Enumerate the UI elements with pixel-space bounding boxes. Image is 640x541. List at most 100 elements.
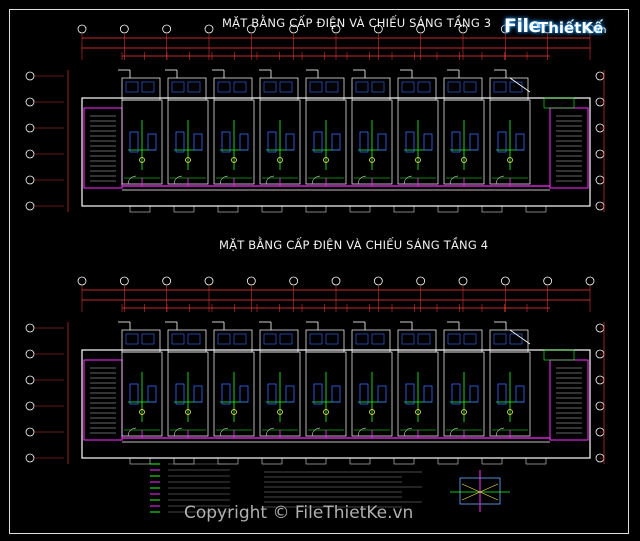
toilet-fixture [355,81,369,93]
door-swing [265,427,275,437]
toilet-fixture [233,81,247,93]
ceiling-light [323,409,329,415]
logo-vn-text: .vn [591,25,607,36]
ceiling-light [277,409,283,415]
grid-axis-bubble [246,276,256,286]
door-swing [311,427,321,437]
door-swing [403,427,413,437]
window-opening [173,457,195,465]
desk-furniture [423,385,433,403]
toilet-fixture [447,333,461,345]
bed-furniture [451,383,461,405]
door-swing [219,175,229,185]
ceiling-light [277,157,283,163]
bed-furniture [267,131,277,153]
grid-axis-bubble [458,24,468,34]
grid-axis-bubble [119,24,129,34]
desk-furniture [147,385,157,403]
window-opening [393,205,415,213]
toilet-fixture [401,333,415,345]
desk-furniture [515,385,525,403]
grid-axis-bubble [289,276,299,286]
grid-axis-bubble [77,24,87,34]
bed-furniture [405,383,415,405]
grid-axis-bubble [289,24,299,34]
floor4-plan-title: MẶT BẰNG CẤP ĐIỆN VÀ CHIẾU SÁNG TẦNG 4 [219,238,489,252]
desk-furniture [193,385,203,403]
window-opening [173,205,195,213]
bed-furniture [129,383,139,405]
window-opening [305,457,327,465]
grid-axis-bubble [25,375,35,385]
facade-wall [509,77,531,93]
desk-furniture [515,133,525,151]
window-opening [129,205,151,213]
toilet-fixture [263,333,277,345]
desk-furniture [331,385,341,403]
toilet-fixture [125,333,139,345]
desk-furniture [377,385,387,403]
desk-furniture [469,385,479,403]
grid-axis-bubble [373,276,383,286]
grid-axis-bubble [25,175,35,185]
bed-furniture [359,383,369,405]
door-swing [127,427,137,437]
bed-furniture [267,383,277,405]
desk-furniture [147,133,157,151]
desk-furniture [423,133,433,151]
logo-file-text: File [504,15,541,37]
toilet-fixture [187,81,201,93]
panel-label-box [543,349,575,361]
grid-axis-bubble [204,24,214,34]
window-opening [305,205,327,213]
window-opening [437,205,459,213]
grid-axis-bubble [162,276,172,286]
facade-wall [509,329,531,345]
toilet-fixture [493,81,507,93]
toilet-block [213,77,253,101]
toilet-fixture [171,333,185,345]
bed-furniture [175,383,185,405]
grid-axis-bubble [543,276,553,286]
window-opening [437,457,459,465]
desk-furniture [193,133,203,151]
door-swing [357,427,367,437]
toilet-fixture [509,81,523,93]
ceiling-light [507,409,513,415]
window-opening [525,457,547,465]
bed-furniture [451,131,461,153]
grid-axis-bubble [585,24,595,34]
window-opening [525,205,547,213]
detail-cross [461,483,499,501]
grid-axis-bubble [246,24,256,34]
bed-furniture [497,131,507,153]
window-opening [129,457,151,465]
toilet-fixture [371,333,385,345]
toilet-fixture [447,81,461,93]
toilet-fixture [463,81,477,93]
grid-axis-bubble [25,71,35,81]
ceiling-light [139,157,145,163]
ceiling-light [185,409,191,415]
toilet-block [167,329,207,353]
toilet-fixture [125,81,139,93]
bed-furniture [497,383,507,405]
toilet-fixture [493,333,507,345]
toilet-fixture [171,81,185,93]
grid-axis-bubble [77,276,87,286]
desk-furniture [377,133,387,151]
door-swing [173,175,183,185]
toilet-block [213,329,253,353]
grid-axis-bubble [25,123,35,133]
bed-furniture [175,131,185,153]
window-opening [261,205,283,213]
toilet-fixture [509,333,523,345]
toilet-fixture [463,333,477,345]
desk-furniture [285,133,295,151]
door-swing [173,427,183,437]
grid-axis-bubble [500,276,510,286]
grid-axis-bubble [204,276,214,286]
grid-axis-bubble [119,276,129,286]
